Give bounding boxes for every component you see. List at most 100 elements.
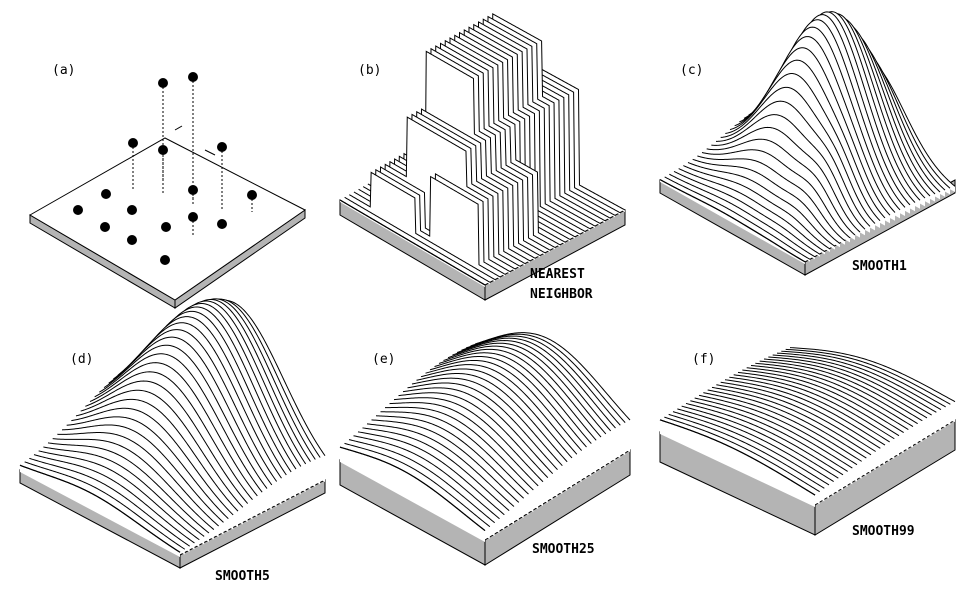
panel-d-surface — [19, 298, 326, 557]
surface-contour — [694, 397, 853, 469]
surface-contour — [685, 402, 844, 476]
plate-tick — [174, 125, 183, 131]
surface-contour — [669, 173, 816, 258]
surface-contour — [420, 368, 573, 459]
surface-contour — [692, 158, 841, 244]
surface-contour — [755, 362, 918, 425]
surface-contour — [57, 432, 219, 527]
surface-contour — [673, 170, 821, 255]
surface-contour — [362, 116, 511, 273]
surface-contour — [781, 350, 946, 408]
surface-contour — [703, 392, 862, 462]
surface-strip — [340, 447, 485, 542]
data-point — [160, 255, 170, 265]
surface-contour — [71, 407, 234, 516]
surface-contour — [425, 364, 578, 455]
panel-d-label: (d) — [70, 352, 93, 367]
surface-contour — [407, 382, 558, 470]
surface-contour — [465, 335, 621, 426]
surface-contour — [372, 110, 521, 267]
surface-contour — [690, 400, 848, 472]
surface-contour — [438, 352, 592, 444]
surface-contour — [461, 337, 616, 429]
surface-contour — [742, 369, 904, 434]
surface-contour — [24, 461, 186, 550]
surface-contour — [393, 397, 544, 483]
surface-contour — [456, 340, 612, 432]
surface-contour — [353, 435, 500, 520]
panel-f: (f) SMOOTH99 — [659, 347, 956, 539]
data-point — [100, 222, 110, 232]
surface-contour — [66, 416, 229, 520]
panel-c-surface — [659, 11, 956, 264]
surface-contour — [701, 149, 851, 239]
surface-contour — [724, 379, 886, 446]
surface-contour — [768, 356, 932, 416]
panel-f-method: SMOOTH99 — [852, 524, 915, 539]
surface-contour — [737, 371, 900, 437]
surface-contour — [763, 358, 928, 419]
surface-strip — [20, 465, 180, 557]
surface-contour — [706, 138, 856, 236]
surface-contour — [677, 408, 834, 482]
surface-contour — [729, 376, 890, 443]
surface-contour — [681, 405, 839, 479]
surface-contour — [384, 406, 534, 491]
surface-contour — [746, 367, 909, 430]
surface-contour — [43, 446, 205, 537]
surface-contour — [687, 162, 836, 247]
data-point — [247, 190, 257, 200]
surface-contour — [429, 359, 583, 451]
surface-front-edge — [659, 179, 806, 263]
surface-contour — [80, 389, 244, 508]
surface-contour — [664, 176, 811, 260]
surface-contour — [716, 384, 876, 452]
panel-e-surface — [339, 332, 631, 542]
surface-contour — [94, 362, 258, 497]
surface-strip — [349, 172, 495, 282]
surface-contour — [452, 342, 607, 435]
surface-contour — [349, 171, 496, 281]
panel-f-surface — [659, 347, 956, 507]
surface-contour — [785, 348, 951, 405]
surface-contour — [411, 377, 563, 467]
surface-contour — [715, 114, 866, 230]
panel-a-points — [73, 72, 257, 265]
surface-contour — [772, 354, 937, 413]
data-point — [188, 212, 198, 222]
surface-contour — [734, 59, 886, 219]
surface-contour — [348, 439, 495, 524]
surface-contour — [375, 415, 525, 499]
panel-c-method: SMOOTH1 — [852, 259, 907, 274]
panel-e: (e) SMOOTH25 — [339, 332, 631, 566]
surface-front-edge — [339, 446, 486, 532]
panel-c: (c) SMOOTH1 — [659, 11, 956, 276]
data-point — [161, 222, 171, 232]
surface-contour — [376, 108, 526, 265]
data-point — [127, 235, 137, 245]
surface-contour — [47, 442, 210, 534]
surface-contour — [108, 336, 273, 486]
surface-contour — [366, 423, 515, 507]
surface-contour — [707, 389, 867, 459]
panel-a-plate-top — [29, 137, 306, 301]
data-point — [73, 205, 83, 215]
data-point — [101, 189, 111, 199]
surface-contour — [380, 411, 529, 495]
surface-contour — [474, 332, 631, 421]
surface-contour — [759, 360, 923, 422]
panel-d-method: SMOOTH5 — [215, 569, 270, 584]
data-point — [128, 138, 138, 148]
data-point — [188, 185, 198, 195]
surface-contour — [52, 438, 215, 530]
surface-contour — [434, 355, 587, 448]
panel-b-label: (b) — [358, 63, 381, 78]
surface-contour — [33, 454, 195, 544]
surface-front-edge — [19, 464, 181, 553]
surface-contour — [85, 380, 249, 504]
surface-contour — [398, 392, 549, 479]
panel-f-label: (f) — [692, 352, 715, 367]
surface-contour — [113, 329, 278, 482]
surface-front-edge — [659, 419, 816, 496]
